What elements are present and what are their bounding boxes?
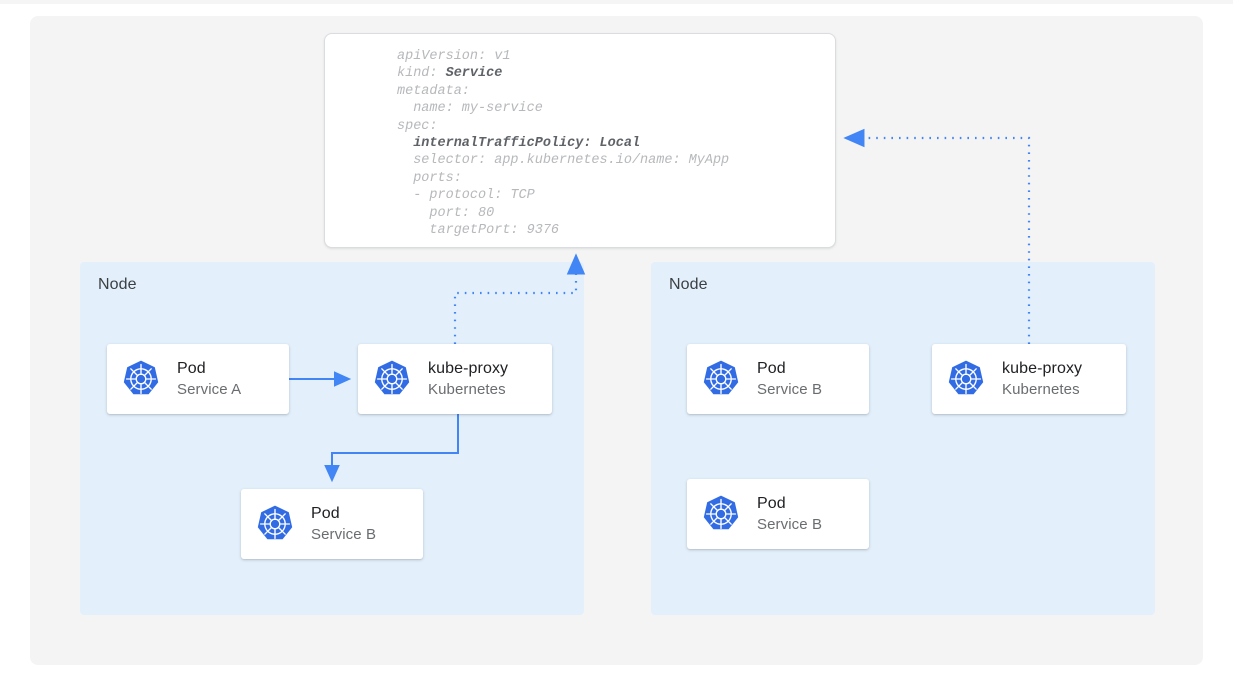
entity-text: Pod Service B <box>757 360 822 399</box>
entity-subtitle: Kubernetes <box>1002 380 1080 398</box>
node-label-right: Node <box>669 276 708 293</box>
kubernetes-logo-icon <box>123 360 159 395</box>
diagram-canvas: apiVersion: v1 kind: Service metadata: n… <box>30 16 1203 665</box>
yaml-line-port: port: 80 <box>397 205 495 221</box>
entity-title: kube-proxy <box>1002 359 1083 377</box>
yaml-line-selector: selector: app.kubernetes.io/name: MyApp <box>397 153 730 169</box>
node-label-left: Node <box>98 276 137 293</box>
kubernetes-logo-icon <box>703 495 739 530</box>
yaml-line-ports: ports: <box>397 170 462 186</box>
entity-pod-service-b-right-top[interactable]: Pod Service B <box>687 344 869 414</box>
entity-text: Pod Service A <box>177 360 241 399</box>
yaml-kind-value: Service <box>445 66 503 82</box>
entity-title: kube-proxy <box>428 359 509 377</box>
entity-subtitle: Service B <box>311 525 377 543</box>
entity-text: Pod Service B <box>757 495 822 534</box>
node-panel-right: Node <box>651 262 1155 615</box>
entity-title: Pod <box>177 359 206 377</box>
entity-title: Pod <box>311 504 340 522</box>
entity-text: kube-proxy Kubernetes <box>1002 360 1082 399</box>
yaml-content: apiVersion: v1 kind: Service metadata: n… <box>397 48 729 239</box>
entity-kube-proxy-left[interactable]: kube-proxy Kubernetes <box>358 344 552 414</box>
yaml-line-internaltrafficpolicy: internalTrafficPolicy: Local <box>397 136 641 152</box>
top-bar <box>0 0 1233 4</box>
entity-subtitle: Service B <box>757 380 823 398</box>
entity-text: Pod Service B <box>311 505 376 544</box>
service-yaml-card: apiVersion: v1 kind: Service metadata: n… <box>324 33 836 248</box>
entity-kube-proxy-right[interactable]: kube-proxy Kubernetes <box>932 344 1126 414</box>
kubernetes-logo-icon <box>703 360 739 395</box>
yaml-line-kind: kind: Service <box>397 66 502 81</box>
node-panel-left: Node <box>80 262 584 615</box>
kubernetes-logo-icon <box>374 360 410 395</box>
yaml-kind-key: kind: <box>397 66 446 82</box>
entity-subtitle: Service A <box>177 380 242 398</box>
yaml-line-apiversion: apiVersion: v1 <box>397 49 511 64</box>
yaml-line-name: name: my-service <box>397 101 543 117</box>
yaml-line-protocol: - protocol: TCP <box>397 188 535 204</box>
entity-text: kube-proxy Kubernetes <box>428 360 508 399</box>
entity-subtitle: Kubernetes <box>428 380 506 398</box>
kubernetes-logo-icon <box>948 360 984 395</box>
entity-pod-service-b-right-bottom[interactable]: Pod Service B <box>687 479 869 549</box>
yaml-line-spec: spec: <box>397 118 438 134</box>
entity-pod-service-b-left[interactable]: Pod Service B <box>241 489 423 559</box>
entity-pod-service-a[interactable]: Pod Service A <box>107 344 289 414</box>
entity-title: Pod <box>757 359 786 377</box>
entity-subtitle: Service B <box>757 515 823 533</box>
yaml-line-metadata: metadata: <box>397 83 470 99</box>
entity-title: Pod <box>757 494 786 512</box>
kubernetes-logo-icon <box>257 505 293 540</box>
yaml-line-targetport: targetPort: 9376 <box>397 223 560 239</box>
